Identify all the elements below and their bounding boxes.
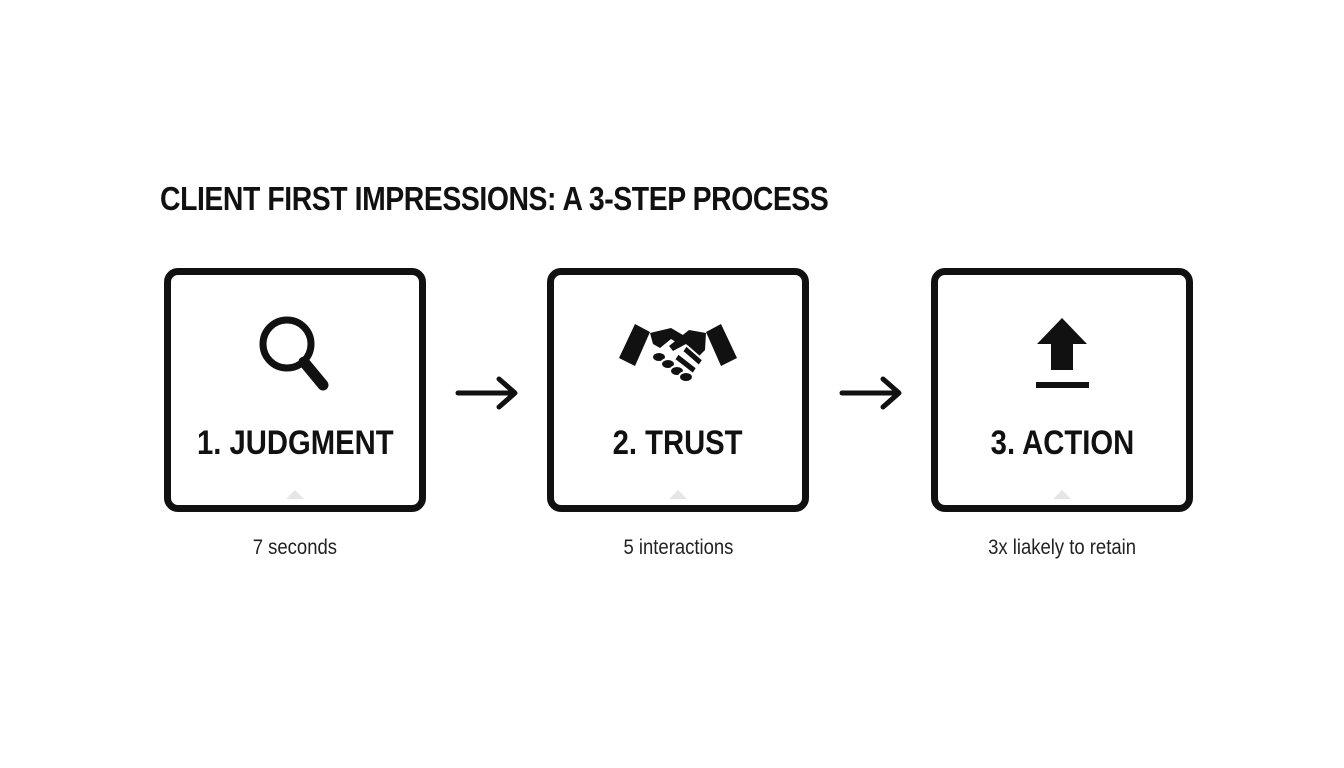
magnifying-glass-icon xyxy=(245,308,345,398)
upload-arrow-icon xyxy=(1012,308,1112,398)
step-box xyxy=(931,268,1193,512)
step-label: 1. JUDGMENT xyxy=(196,424,394,462)
step-caption: 5 interactions xyxy=(623,536,733,559)
step-notch xyxy=(286,490,304,499)
step-caption: 3x liakely to retain xyxy=(988,536,1136,559)
step-judgment: 1. JUDGMENT 7 seconds xyxy=(164,268,426,559)
step-trust: 2. TRUST 5 interactions xyxy=(547,268,809,559)
step-box xyxy=(164,268,426,512)
step-caption: 7 seconds xyxy=(252,536,338,559)
step-notch xyxy=(669,490,687,499)
step-box xyxy=(547,268,809,512)
right-arrow-icon xyxy=(455,374,521,412)
step-notch xyxy=(1053,490,1071,499)
step-label: 2. TRUST xyxy=(613,424,743,462)
right-arrow-icon xyxy=(839,374,905,412)
step-action: 3. ACTION 3x liakely to retain xyxy=(931,268,1193,559)
diagram-title: CLIENT FIRST IMPRESSIONS: A 3-STEP PROCE… xyxy=(160,180,829,217)
handshake-icon xyxy=(613,308,743,398)
step-label: 3. ACTION xyxy=(990,424,1134,462)
